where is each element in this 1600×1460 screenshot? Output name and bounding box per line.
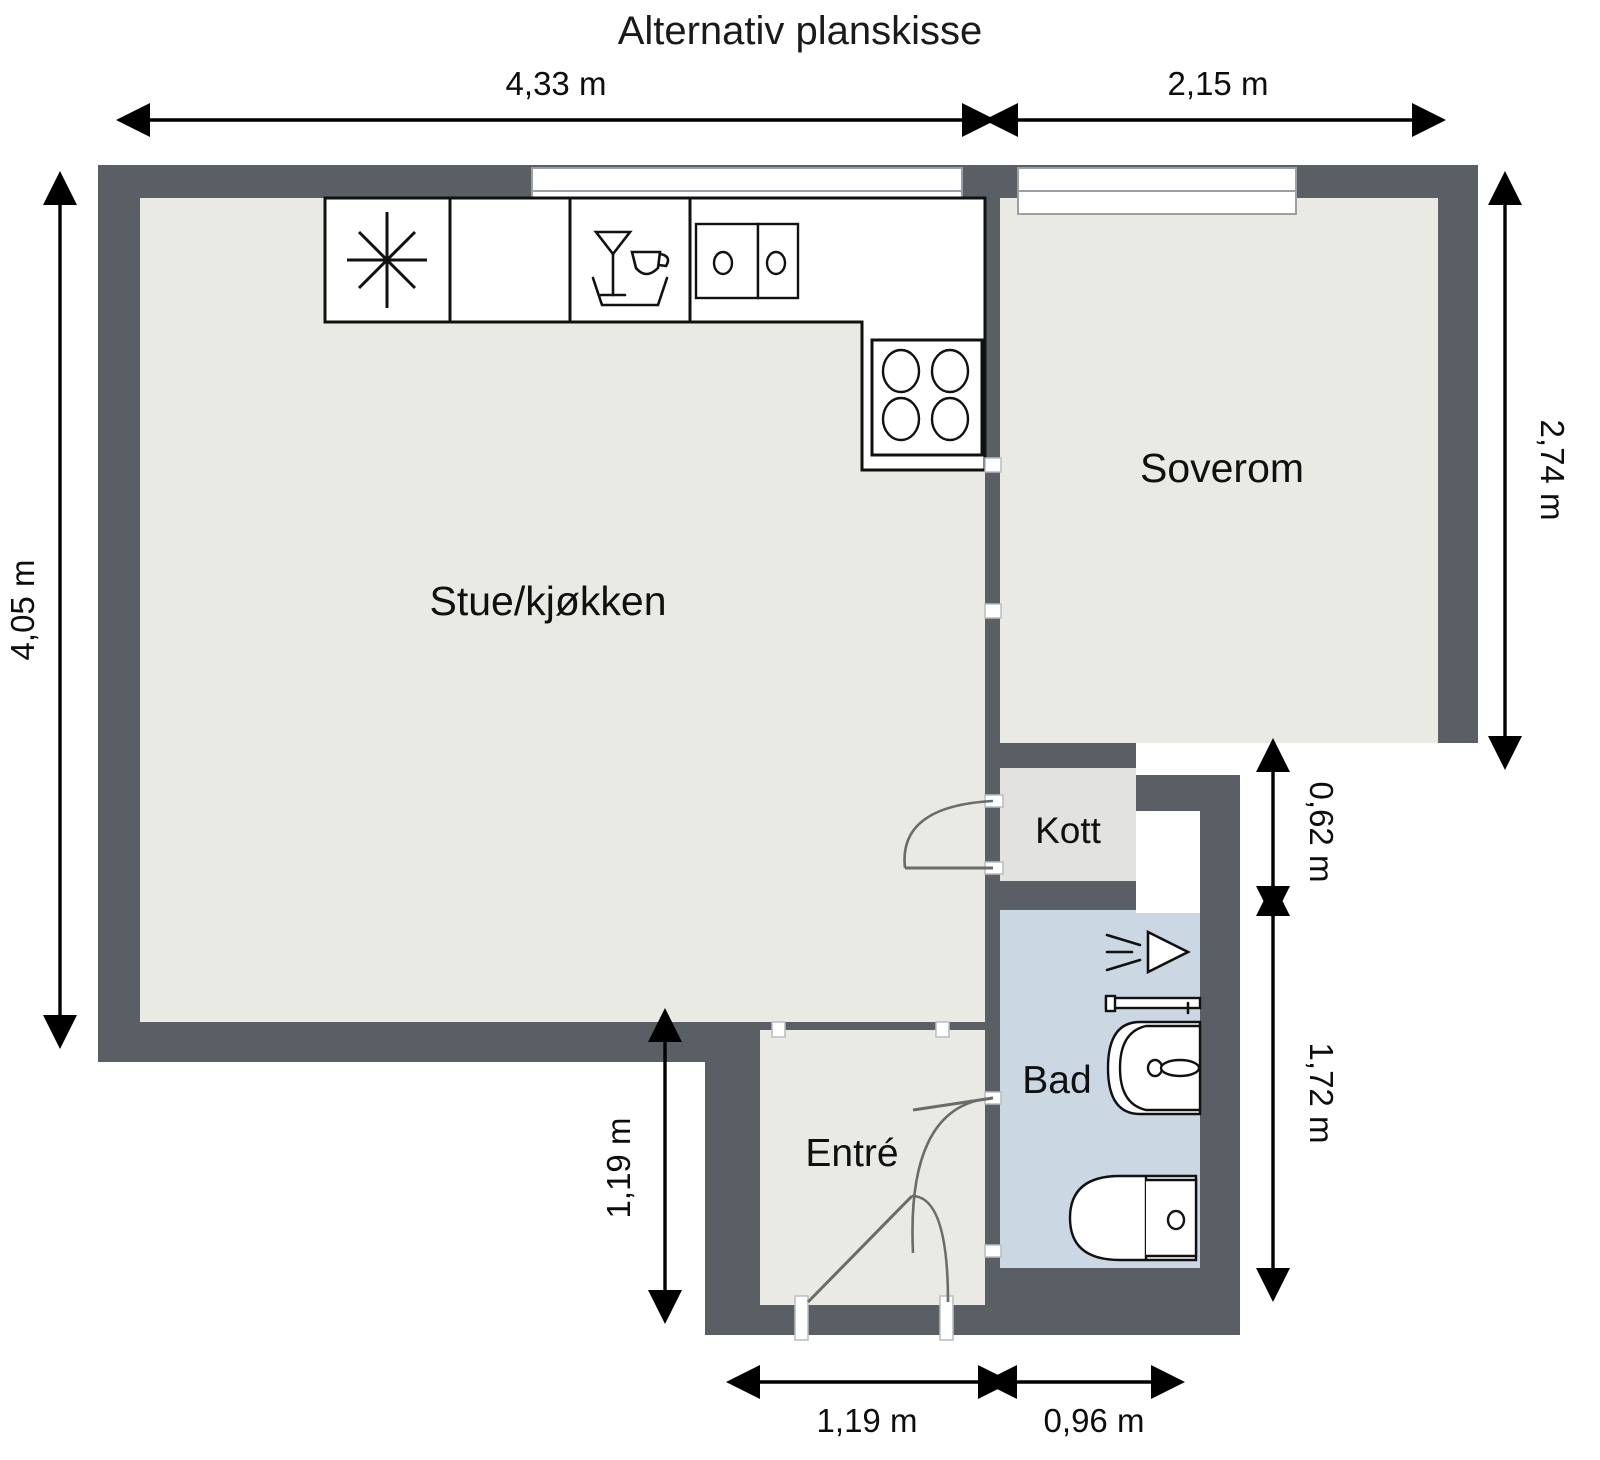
washbasin-icon xyxy=(1106,1020,1202,1116)
dimension-right-upper-label: 2,74 m xyxy=(1534,420,1571,521)
dimension-bottom-left: 1,19 m xyxy=(600,1008,682,1324)
dishwasher-icon xyxy=(568,196,692,324)
kitchen-cabinet-icon xyxy=(448,196,572,324)
freezer-snowflake-glyph xyxy=(347,212,427,308)
shower-head-icon xyxy=(1105,929,1191,975)
dimension-left: 4,05 m xyxy=(4,171,77,1049)
dimension-top-left-label: 4,33 m xyxy=(506,65,607,102)
room-floor-bedroom xyxy=(1000,198,1438,743)
dimension-bottom-right: 0,96 m xyxy=(983,1365,1185,1439)
room-label-living-kitchen: Stue/kjøkken xyxy=(430,578,667,624)
room-label-closet: Kott xyxy=(1035,810,1102,851)
dimension-right-mid: 0,62 m xyxy=(1256,738,1340,920)
door-entrance xyxy=(794,1194,954,1341)
wall-bathroom-right xyxy=(1200,775,1240,1335)
toilet-icon xyxy=(1068,1174,1198,1262)
dimension-bottom-right-label: 0,96 m xyxy=(1044,1402,1145,1439)
window-bedroom xyxy=(1017,167,1297,215)
dimension-right-lower: 1,72 m xyxy=(1256,882,1340,1302)
dimension-bottom-left-label: 1,19 m xyxy=(600,1118,637,1219)
dimension-top-right-label: 2,15 m xyxy=(1168,65,1269,102)
dimension-bottom-center: 1,19 m xyxy=(726,1365,1012,1439)
room-label-bedroom: Soverom xyxy=(1140,445,1304,491)
page-title: Alternativ planskisse xyxy=(618,9,983,53)
wall-closet-right-top xyxy=(1136,775,1240,811)
towel-rail-icon xyxy=(1104,994,1202,1015)
door-bathroom xyxy=(911,1091,1002,1258)
dimension-right-upper: 2,74 m xyxy=(1488,171,1571,770)
room-label-entrance: Entré xyxy=(805,1132,898,1175)
dimension-left-label: 4,05 m xyxy=(4,560,41,661)
exterior-right-area xyxy=(1200,743,1478,1343)
dimension-top-left: 4,33 m xyxy=(116,65,996,137)
wall-entrance-left xyxy=(705,1062,760,1335)
kitchen-counter-group xyxy=(323,196,987,472)
double-sink-icon xyxy=(694,222,800,300)
dimension-right-lower-label: 1,72 m xyxy=(1303,1043,1340,1144)
stovetop-icon xyxy=(870,338,984,457)
dishwasher-glassware-glyph xyxy=(591,230,670,307)
dimension-right-mid-label: 0,62 m xyxy=(1303,782,1340,883)
room-floor-entrance xyxy=(760,1030,985,1305)
room-floor-living-kitchen xyxy=(140,198,985,1022)
bathroom-fixtures-group xyxy=(1068,929,1202,1262)
room-label-bathroom: Bad xyxy=(1022,1059,1091,1102)
dimension-top-right: 2,15 m xyxy=(984,65,1446,137)
room-floor-closet xyxy=(1000,768,1136,881)
door-closet xyxy=(903,794,1004,875)
doorway-living-entrance xyxy=(771,1021,950,1038)
doorway-living-bedroom xyxy=(984,457,1002,619)
dimension-bottom-center-label: 1,19 m xyxy=(817,1402,918,1439)
exterior-bottom-left-area xyxy=(98,1062,705,1460)
